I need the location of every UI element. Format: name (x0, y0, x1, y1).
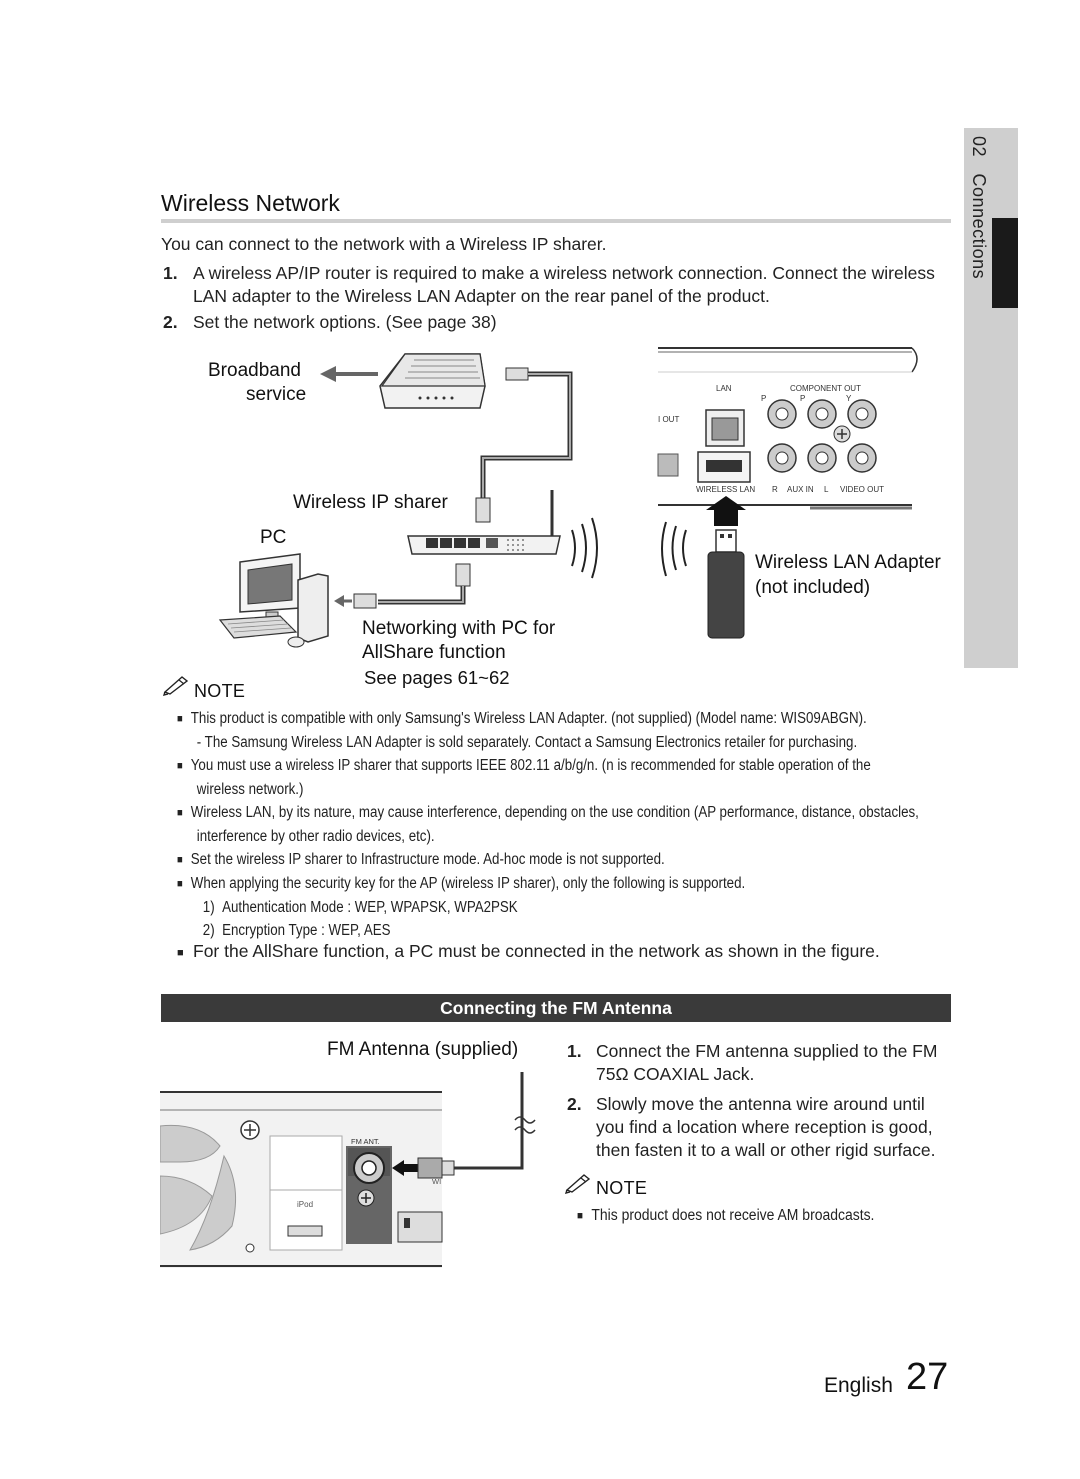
networking-label-1: Networking with PC for (362, 618, 556, 639)
note-item: ■When applying the security key for the … (177, 875, 746, 892)
note-sub-item: 2) Encryption Type : WEP, AES (202, 922, 391, 939)
networking-label-2: AllShare function (362, 642, 506, 663)
fm-note-pencil-icon (564, 1174, 591, 1194)
wireless-sharer-icon (407, 490, 561, 555)
note-item: ■You must use a wireless IP sharer that … (177, 757, 871, 774)
pb-label: P (761, 394, 767, 403)
usb-adapter-icon (707, 529, 745, 639)
fm-antenna-label: FM Antenna (supplied) (327, 1039, 519, 1060)
pr-label: P (800, 394, 806, 403)
chapter-label: Connections (969, 173, 989, 280)
lan-label: LAN (716, 384, 732, 393)
wi-label: WI (432, 1177, 442, 1186)
note-item: ■This product is compatible with only Sa… (177, 710, 867, 727)
component-out-label: COMPONENT OUT (790, 384, 861, 393)
step-1-text: A wireless AP/IP router is required to m… (193, 263, 935, 306)
fm-ant-label: FM ANT. (351, 1137, 380, 1146)
footer-language: English (824, 1374, 893, 1397)
ipod-label: iPod (297, 1200, 314, 1209)
fm-step-1-number: 1. (567, 1041, 582, 1061)
aux-in-label: AUX IN (787, 485, 814, 494)
fm-antenna-diagram (160, 1072, 536, 1268)
broadband-label-2: service (246, 384, 307, 405)
rear-panel-labels: LAN COMPONENT OUT P P Y I OUT WIRELESS L… (640, 340, 920, 640)
intro-text: You can connect to the network with a Wi… (161, 234, 607, 254)
pc-icon (218, 553, 329, 648)
sharer-label: Wireless IP sharer (293, 492, 448, 513)
fm-step-2-number: 2. (567, 1094, 582, 1114)
page-number: 27 (906, 1356, 949, 1398)
adapter-label-1: Wireless LAN Adapter (755, 552, 941, 573)
chapter-tab-text: 02 Connections (968, 136, 989, 279)
modem-icon (379, 353, 486, 409)
note-heading: NOTE (194, 681, 246, 701)
networking-label-3: See pages 61~62 (364, 667, 510, 688)
rear-panel-diagram (657, 347, 918, 639)
l-label: L (824, 485, 829, 494)
adapter-label-2: (not included) (755, 577, 871, 598)
video-out-label: VIDEO OUT (840, 485, 885, 494)
y-label: Y (846, 394, 852, 403)
step-2-text: Set the network options. (See page 38) (193, 312, 497, 332)
broadband-label: Broadband (208, 360, 301, 381)
wireless-lan-port-label: WIRELESS LAN (696, 485, 756, 494)
step-2-number: 2. (163, 312, 178, 332)
chapter-tab-marker (992, 218, 1018, 308)
fm-section-bar: Connecting the FM Antenna (161, 994, 951, 1022)
note-item: ■Set the wireless IP sharer to Infrastru… (177, 851, 665, 868)
note-item-cont: interference by other radio devices, etc… (196, 828, 435, 845)
note-item-sub: - The Samsung Wireless LAN Adapter is so… (196, 734, 858, 751)
out-label: I OUT (658, 415, 680, 424)
allshare-note: ■For the AllShare function, a PC must be… (177, 941, 880, 961)
fm-step-2-text: Slowly move the antenna wire around unti… (596, 1094, 936, 1160)
note-item-cont: wireless network.) (196, 781, 304, 798)
network-diagram (218, 353, 598, 648)
fm-step-1-text: Connect the FM antenna supplied to the F… (596, 1041, 938, 1084)
fm-note-heading: NOTE (596, 1178, 648, 1198)
fm-note-item: ■This product does not receive AM broadc… (577, 1207, 875, 1224)
note-item: ■Wireless LAN, by its nature, may cause … (177, 804, 919, 821)
note-list: ■This product is compatible with only Sa… (177, 707, 955, 942)
step-1-number: 1. (163, 263, 178, 283)
fan-icon (160, 1124, 237, 1251)
title-rule (161, 219, 951, 223)
r-label: R (772, 485, 778, 494)
note-pencil-icon (162, 676, 189, 696)
note-sub-item: 1) Authentication Mode : WEP, WPAPSK, WP… (202, 899, 518, 916)
chapter-number: 02 (969, 136, 989, 158)
pc-label: PC (260, 527, 287, 548)
section-title: Wireless Network (161, 190, 340, 216)
